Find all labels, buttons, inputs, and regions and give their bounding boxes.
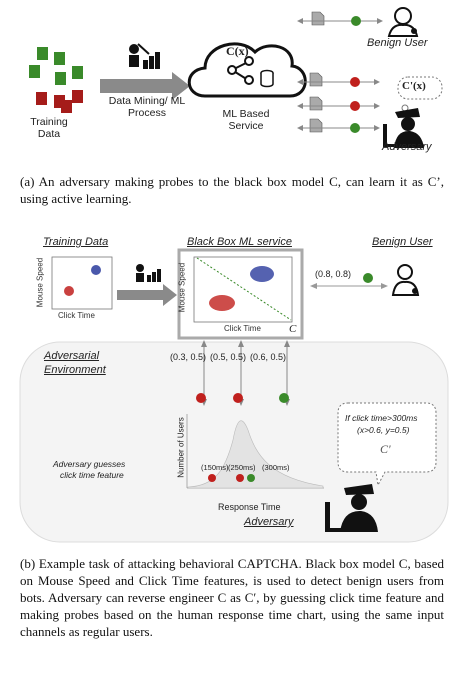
probe3-label: (0.6, 0.5)	[250, 352, 287, 362]
adversary-label-b: Adversary	[244, 516, 294, 528]
caption-b: (b) Example task of attacking behavioral…	[20, 556, 444, 639]
response-time-chart	[186, 414, 324, 489]
rule-line2: (x>0.6, y=0.5)	[357, 425, 410, 435]
c-prime-label: C'	[380, 442, 391, 456]
probe1-label: (0.3, 0.5)	[170, 352, 207, 362]
benign-user-title: Benign User	[372, 236, 433, 248]
guess-line2: click time feature	[60, 470, 124, 480]
ms2-label: (250ms)	[228, 463, 256, 472]
adv-env-line1: Adversarial	[44, 350, 100, 362]
share-icon	[227, 56, 254, 85]
training-scatter-points	[64, 265, 101, 296]
training-data-title: Training Data	[43, 236, 109, 248]
benign-user-icon	[387, 7, 419, 37]
to-blackbox-arrow-icon	[117, 284, 177, 306]
probe2-label: (0.5, 0.5)	[210, 352, 247, 362]
adversary-label-a: Adversary	[382, 141, 432, 153]
adversary-probe-rows	[297, 72, 380, 133]
blackbox-title: Black Box ML service	[187, 236, 292, 248]
caption-a: (a) An adversary making probes to the bl…	[20, 174, 444, 206]
database-icon	[260, 69, 274, 88]
guess-line1: Adversary guesses	[53, 459, 126, 469]
service-label: ML Based Service	[222, 108, 270, 132]
chart-ylabel: Number of Users	[176, 417, 186, 478]
xlabel-mid: Click Time	[224, 324, 261, 333]
worker-icon	[129, 43, 160, 69]
adv-env-line2: Environment	[44, 364, 106, 376]
benign-probe-row	[297, 11, 383, 26]
probe-arrows	[201, 340, 290, 406]
ylabel-left: Mouse Speed	[35, 257, 45, 308]
rule-line1: If click time>300ms	[345, 413, 418, 423]
decision-boundary	[196, 257, 292, 321]
ms1-label: (150ms)	[201, 463, 229, 472]
blackbox-scatter-points	[209, 266, 274, 311]
benign-user-icon-b	[391, 264, 420, 296]
benign-user-label: Benign User	[367, 37, 428, 49]
ylabel-mid: Mouse Speed	[177, 262, 187, 313]
cloud-icon	[187, 42, 307, 98]
benign-coord: (0.8, 0.8)	[315, 269, 352, 279]
process-label: Data Mining/ ML Process	[108, 95, 186, 119]
rule-speech-bubble	[337, 402, 437, 487]
training-scatter-plot	[51, 256, 113, 310]
ms3-label: (300ms)	[262, 463, 290, 472]
hacker-icon	[383, 108, 424, 148]
adversary-thought-bubble	[397, 76, 443, 100]
hacker-icon-b	[325, 484, 378, 532]
c-label: C	[289, 323, 297, 335]
chart-xlabel: Response Time	[218, 502, 281, 512]
training-data-label: Training Data	[30, 116, 68, 140]
worker-icon-b	[136, 264, 161, 282]
adversary-model-label: C'(x)	[402, 80, 426, 92]
process-arrow-icon	[100, 72, 190, 100]
xlabel-left: Click Time	[58, 311, 95, 320]
model-c-label: C(x)	[226, 44, 249, 58]
training-docs-icon	[29, 47, 83, 113]
